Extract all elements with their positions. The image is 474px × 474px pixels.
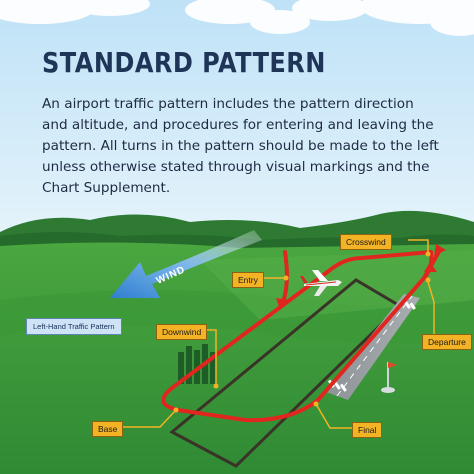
callout-entry: Entry (232, 272, 264, 288)
callout-final: Final (352, 422, 383, 438)
page-title: STANDARD PATTERN (42, 46, 326, 79)
callout-dots (173, 251, 431, 413)
field-band (0, 290, 474, 344)
legend-label: Left-Hand Traffic Pattern (26, 318, 122, 335)
pattern-arrows (276, 244, 446, 310)
windsock (381, 362, 397, 393)
airplane (300, 270, 342, 296)
description-text: An airport traffic pattern includes the … (42, 96, 439, 196)
clouds (0, 0, 474, 36)
callout-base: Base (92, 421, 124, 437)
sky (0, 0, 474, 250)
callout-departure: Departure (422, 334, 472, 350)
callout-crosswind: Crosswind (340, 234, 392, 250)
callout-downwind: Downwind (156, 324, 208, 340)
